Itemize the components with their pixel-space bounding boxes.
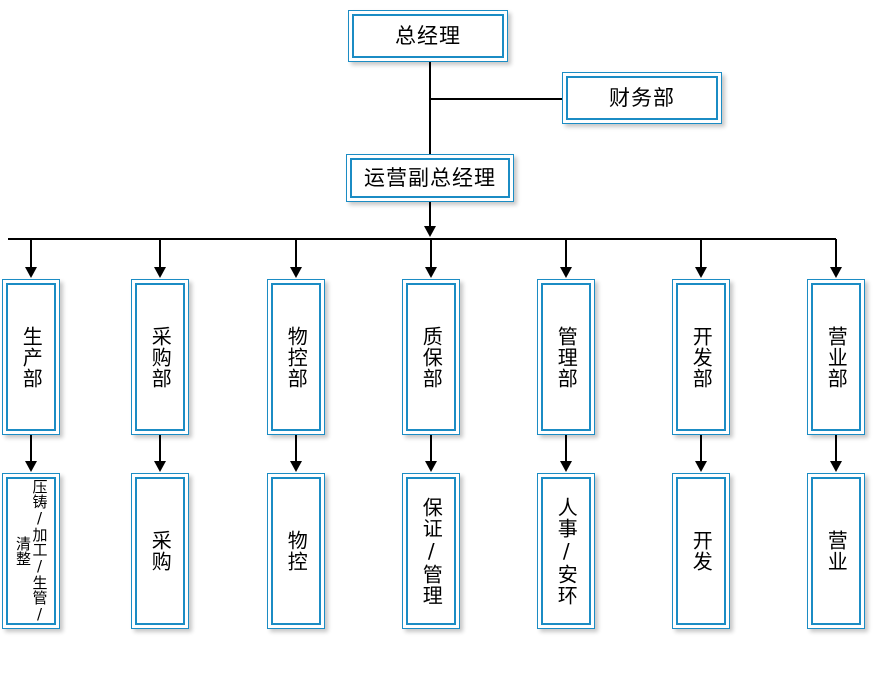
node-finance-department[interactable]: 财务部 [562,72,722,124]
node-sub-material-control[interactable]: 物控 [267,473,325,629]
connector-development-to-sub [700,435,702,463]
node-sub-material-control-label: 物控 [284,530,309,572]
connector-bus-to-purchasing [159,239,161,269]
arrowhead-bus-to-administration [560,267,572,278]
node-department-sales[interactable]: 营业部 [807,279,865,435]
connector-department-bus [8,238,836,240]
connector-quality-assurance-to-sub [430,435,432,463]
node-sub-production[interactable]: 压铸/加工/生管/清整 [2,473,60,629]
node-sub-quality-assurance-label: 保证/管理 [419,496,444,606]
node-sub-development-inner: 开发 [673,474,729,628]
node-department-development[interactable]: 开发部 [672,279,730,435]
arrowhead-administration-to-sub [560,461,572,472]
node-general-manager-label: 总经理 [395,23,461,48]
node-sub-sales-inner: 营业 [808,474,864,628]
node-general-manager[interactable]: 总经理 [348,10,508,62]
node-department-development-inner: 开发部 [673,280,729,434]
node-sub-sales[interactable]: 营业 [807,473,865,629]
connector-bus-to-sales [835,239,837,269]
node-operations-vice-general-manager-inner: 运营副总经理 [347,155,513,201]
node-sub-production-inner: 压铸/加工/生管/清整 [3,474,59,628]
node-sub-administration-label: 人事/安环 [554,496,579,606]
connector-material-control-to-sub [295,435,297,463]
node-department-administration-label: 管理部 [554,325,579,389]
node-finance-department-label: 财务部 [609,85,675,110]
connector-sales-to-sub [835,435,837,463]
node-department-sales-inner: 营业部 [808,280,864,434]
arrowhead-development-to-sub [695,461,707,472]
arrowhead-bus-to-quality-assurance [425,267,437,278]
connector-production-to-sub [30,435,32,463]
node-sub-material-control-inner: 物控 [268,474,324,628]
connector-gm-to-finance [429,98,563,100]
node-sub-purchasing[interactable]: 采购 [131,473,189,629]
node-department-administration-inner: 管理部 [538,280,594,434]
arrowhead-bus-to-material-control [290,267,302,278]
connector-bus-to-quality-assurance [430,239,432,269]
arrowhead-sales-to-sub [830,461,842,472]
node-sub-production-label: 压铸/加工/生管/清整 [14,479,49,623]
node-department-quality-assurance[interactable]: 质保部 [402,279,460,435]
node-department-material-control-label: 物控部 [284,325,309,389]
connector-administration-to-sub [565,435,567,463]
node-department-purchasing-inner: 采购部 [132,280,188,434]
node-operations-vice-general-manager-label: 运营副总经理 [364,165,496,190]
node-department-material-control[interactable]: 物控部 [267,279,325,435]
node-department-production[interactable]: 生产部 [2,279,60,435]
arrowhead-vp-to-bus [424,226,436,237]
arrowhead-bus-to-sales [830,267,842,278]
node-department-administration[interactable]: 管理部 [537,279,595,435]
arrowhead-production-to-sub [25,461,37,472]
node-sub-quality-assurance-inner: 保证/管理 [403,474,459,628]
node-sub-administration-inner: 人事/安环 [538,474,594,628]
connector-bus-to-administration [565,239,567,269]
connector-bus-to-production [30,239,32,269]
arrowhead-material-control-to-sub [290,461,302,472]
arrowhead-bus-to-purchasing [154,267,166,278]
connector-bus-to-material-control [295,239,297,269]
arrowhead-bus-to-development [695,267,707,278]
node-sub-quality-assurance[interactable]: 保证/管理 [402,473,460,629]
node-finance-department-inner: 财务部 [563,73,721,123]
node-sub-development-label: 开发 [689,530,714,572]
connector-bus-to-development [700,239,702,269]
node-sub-development[interactable]: 开发 [672,473,730,629]
node-department-material-control-inner: 物控部 [268,280,324,434]
arrowhead-quality-assurance-to-sub [425,461,437,472]
node-sub-sales-label: 营业 [824,530,849,572]
node-department-purchasing[interactable]: 采购部 [131,279,189,435]
node-general-manager-inner: 总经理 [349,11,507,61]
node-sub-administration[interactable]: 人事/安环 [537,473,595,629]
node-department-development-label: 开发部 [689,325,714,389]
node-department-production-label: 生产部 [19,325,44,389]
node-department-sales-label: 营业部 [824,325,849,389]
connector-vp-to-bus [429,202,431,228]
connector-purchasing-to-sub [159,435,161,463]
node-department-quality-assurance-label: 质保部 [419,325,444,389]
node-department-quality-assurance-inner: 质保部 [403,280,459,434]
node-department-purchasing-label: 采购部 [148,325,173,389]
node-operations-vice-general-manager[interactable]: 运营副总经理 [346,154,514,202]
node-sub-purchasing-label: 采购 [148,530,173,572]
connector-gm-to-vp [429,62,431,155]
node-sub-purchasing-inner: 采购 [132,474,188,628]
node-department-production-inner: 生产部 [3,280,59,434]
arrowhead-bus-to-production [25,267,37,278]
arrowhead-purchasing-to-sub [154,461,166,472]
